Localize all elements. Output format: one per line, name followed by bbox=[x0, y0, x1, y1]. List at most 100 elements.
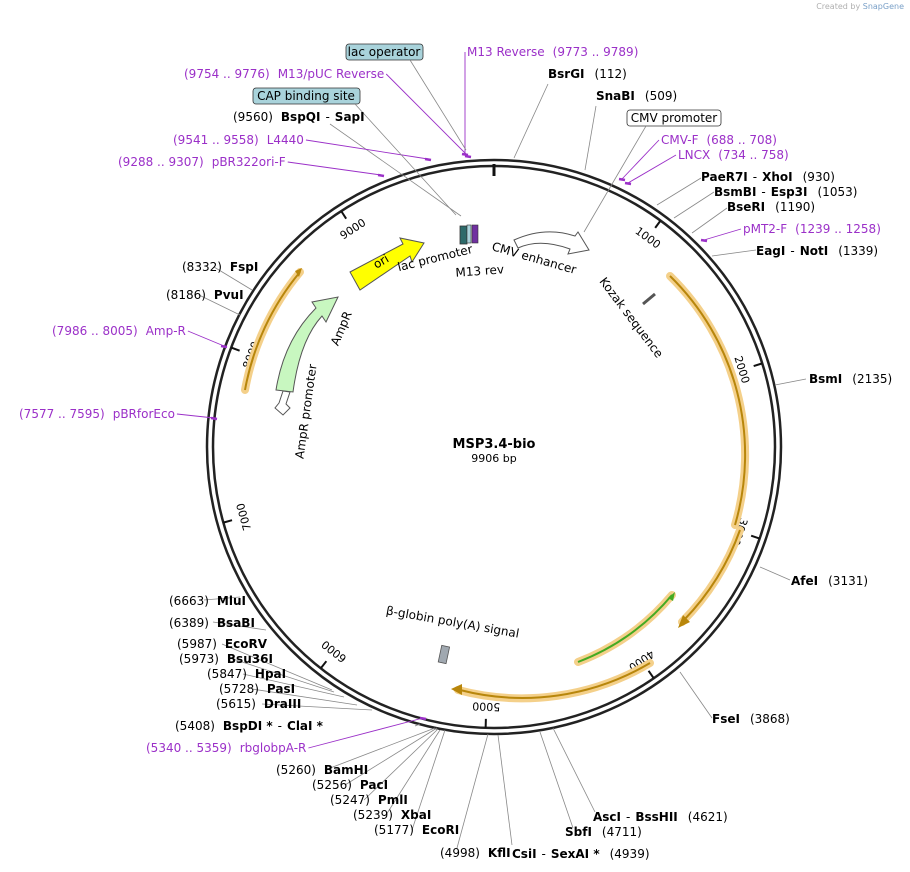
enzyme-site-bspdi[interactable]: (5408)BspDI *-ClaI * bbox=[175, 719, 324, 733]
enzyme-site-bsu36i[interactable]: (5973)Bsu36I bbox=[179, 652, 273, 666]
enzyme-label: SnaBI(509) bbox=[596, 89, 677, 103]
enzyme-label: FseI(3868) bbox=[712, 712, 790, 726]
primer-lncx[interactable]: LNCX(734 .. 758) bbox=[678, 148, 789, 162]
enzyme-site-bsrgi[interactable]: BsrGI(112) bbox=[548, 67, 627, 81]
m13-rev-block bbox=[471, 224, 479, 244]
primer-mark bbox=[419, 716, 427, 721]
green-orf-arrowhead bbox=[668, 592, 675, 601]
enzyme-site-bsabi[interactable]: (6389)BsaBI bbox=[169, 616, 255, 630]
primer-leader bbox=[621, 139, 660, 180]
enzyme-site-bspqi[interactable]: (9560)BspQI-SapI bbox=[233, 110, 365, 124]
enzyme-label: (5847)HpaI bbox=[207, 667, 286, 681]
leader-lines bbox=[176, 52, 807, 849]
enzyme-label: BseRI(1190) bbox=[727, 200, 815, 214]
enzyme-site-afei[interactable]: AfeI(3131) bbox=[791, 574, 868, 588]
cap-site-box bbox=[252, 87, 361, 105]
ampr-arrow bbox=[275, 296, 339, 393]
primer-leader bbox=[287, 161, 382, 176]
orf-arrow-arc bbox=[669, 275, 747, 526]
primer-label: (9754 .. 9776)M13/pUC Reverse bbox=[184, 67, 384, 81]
kozak-mark bbox=[642, 292, 656, 306]
leader-line bbox=[251, 688, 358, 706]
enzyme-label: (8186)PvuI bbox=[166, 288, 244, 302]
enzyme-label: (5973)Bsu36I bbox=[179, 652, 273, 666]
enzyme-site-mlui[interactable]: (6663)MluI bbox=[169, 594, 246, 608]
primer-leader bbox=[308, 717, 424, 749]
enzyme-site-paer7i[interactable]: PaeR7I-XhoI(930) bbox=[701, 170, 835, 184]
ruler-tick bbox=[320, 660, 328, 669]
cmv-promoter-box-label: CMV promoter bbox=[631, 111, 718, 125]
leader-line bbox=[261, 703, 373, 711]
enzyme-site-draiii[interactable]: (5615)DraIII bbox=[216, 697, 301, 711]
primer-m13reverse[interactable]: M13 Reverse(9773 .. 9789) bbox=[467, 45, 638, 59]
enzyme-site-hpai[interactable]: (5847)HpaI bbox=[207, 667, 286, 681]
leader-line bbox=[363, 728, 439, 801]
cmv-enhancer-arrow bbox=[513, 231, 590, 255]
ruler-tick bbox=[750, 534, 760, 540]
lac-promoter-block bbox=[459, 225, 468, 245]
enzyme-label: AfeI(3131) bbox=[791, 574, 868, 588]
primer-leader bbox=[627, 154, 677, 184]
orf-highlight-arc bbox=[666, 272, 750, 529]
primer-l4440[interactable]: (9541 .. 9558)L4440 bbox=[173, 133, 304, 147]
ruler-label: 6000 bbox=[319, 638, 349, 665]
enzyme-site-sbfi[interactable]: SbfI(4711) bbox=[565, 825, 642, 839]
enzyme-site-paci[interactable]: (5256)PacI bbox=[312, 778, 388, 792]
primer-ampr_primer[interactable]: (7986 .. 8005)Amp-R bbox=[52, 324, 186, 338]
ruler-tick bbox=[340, 210, 347, 220]
enzyme-site-asci[interactable]: AscI-BssHII(4621) bbox=[593, 810, 728, 824]
primer-pbrforeco[interactable]: (7577 .. 7595)pBRforEco bbox=[19, 407, 175, 421]
primer-rbglobpa[interactable]: (5340 .. 5359)rbglobpA-R bbox=[146, 741, 306, 755]
enzyme-site-bsmbi[interactable]: BsmBI-Esp3I(1053) bbox=[714, 185, 857, 199]
primer-pbr322ori[interactable]: (9288 .. 9307)pBR322ori-F bbox=[118, 155, 286, 169]
leader-line bbox=[324, 727, 436, 771]
feature-box-leader bbox=[409, 59, 467, 151]
plasmid-length: 9906 bp bbox=[471, 452, 516, 465]
enzyme-label: AscI-BssHII(4621) bbox=[593, 810, 728, 824]
enzyme-site-fsei[interactable]: FseI(3868) bbox=[712, 712, 790, 726]
primer-mark bbox=[377, 173, 385, 178]
leader-line bbox=[774, 378, 807, 386]
primer-marks bbox=[210, 152, 708, 721]
backbone-outer bbox=[205, 158, 783, 736]
enzyme-site-fspi[interactable]: (8332)FspI bbox=[182, 260, 258, 274]
enzyme-site-ecori[interactable]: (5177)EcoRI bbox=[374, 823, 459, 837]
enzyme-site-snabi[interactable]: SnaBI(509) bbox=[596, 89, 677, 103]
ruler-label: 7000 bbox=[234, 502, 254, 532]
enzyme-label: (5239)XbaI bbox=[353, 808, 431, 822]
ruler-tick bbox=[647, 670, 655, 679]
enzyme-site-xbai[interactable]: (5239)XbaI bbox=[353, 808, 431, 822]
leader-line bbox=[212, 621, 267, 631]
enzyme-site-pvui[interactable]: (8186)PvuI bbox=[166, 288, 244, 302]
leader-line bbox=[584, 105, 597, 171]
cap-site-box-label: CAP binding site bbox=[257, 89, 355, 103]
leader-line bbox=[539, 731, 574, 829]
enzyme-site-bseri[interactable]: BseRI(1190) bbox=[727, 200, 815, 214]
enzyme-site-eagi[interactable]: EagI-NotI(1339) bbox=[756, 244, 878, 258]
leader-line bbox=[456, 733, 489, 849]
ruler-label: 5000 bbox=[472, 699, 500, 713]
lac-operator-box-label: lac operator bbox=[348, 45, 421, 59]
primer-cmvf[interactable]: CMV-F(688 .. 708) bbox=[661, 133, 777, 147]
enzyme-site-bsmi[interactable]: BsmI(2135) bbox=[809, 372, 892, 386]
enzyme-site-ecorv[interactable]: (5987)EcoRV bbox=[177, 637, 268, 651]
leader-line bbox=[656, 177, 702, 206]
plasmid-name: MSP3.4-bio bbox=[453, 437, 536, 452]
left-orf-arc bbox=[244, 271, 301, 391]
leader-line bbox=[232, 658, 335, 693]
enzyme-label: (8332)FspI bbox=[182, 260, 258, 274]
leader-line bbox=[497, 734, 513, 846]
enzyme-site-kfli[interactable]: (4998)KflI bbox=[440, 846, 511, 860]
enzyme-site-csii[interactable]: CsiI-SexAI *(4939) bbox=[512, 847, 650, 861]
kozak-label: Kozak sequence bbox=[596, 275, 665, 361]
primer-m13puc[interactable]: (9754 .. 9776)M13/pUC Reverse bbox=[184, 67, 384, 81]
enzyme-site-pasi[interactable]: (5728)PasI bbox=[219, 682, 295, 696]
enzyme-label: BsrGI(112) bbox=[548, 67, 627, 81]
enzyme-site-bamhi[interactable]: (5260)BamHI bbox=[276, 763, 368, 777]
primer-leader bbox=[176, 413, 215, 419]
ampr-promoter-arrow bbox=[274, 390, 291, 416]
primer-pmt2f[interactable]: pMT2-F(1239 .. 1258) bbox=[743, 222, 881, 236]
lac-operator-box bbox=[345, 43, 424, 61]
enzyme-site-pmli[interactable]: (5247)PmlI bbox=[330, 793, 408, 807]
primer-mark bbox=[700, 238, 708, 243]
